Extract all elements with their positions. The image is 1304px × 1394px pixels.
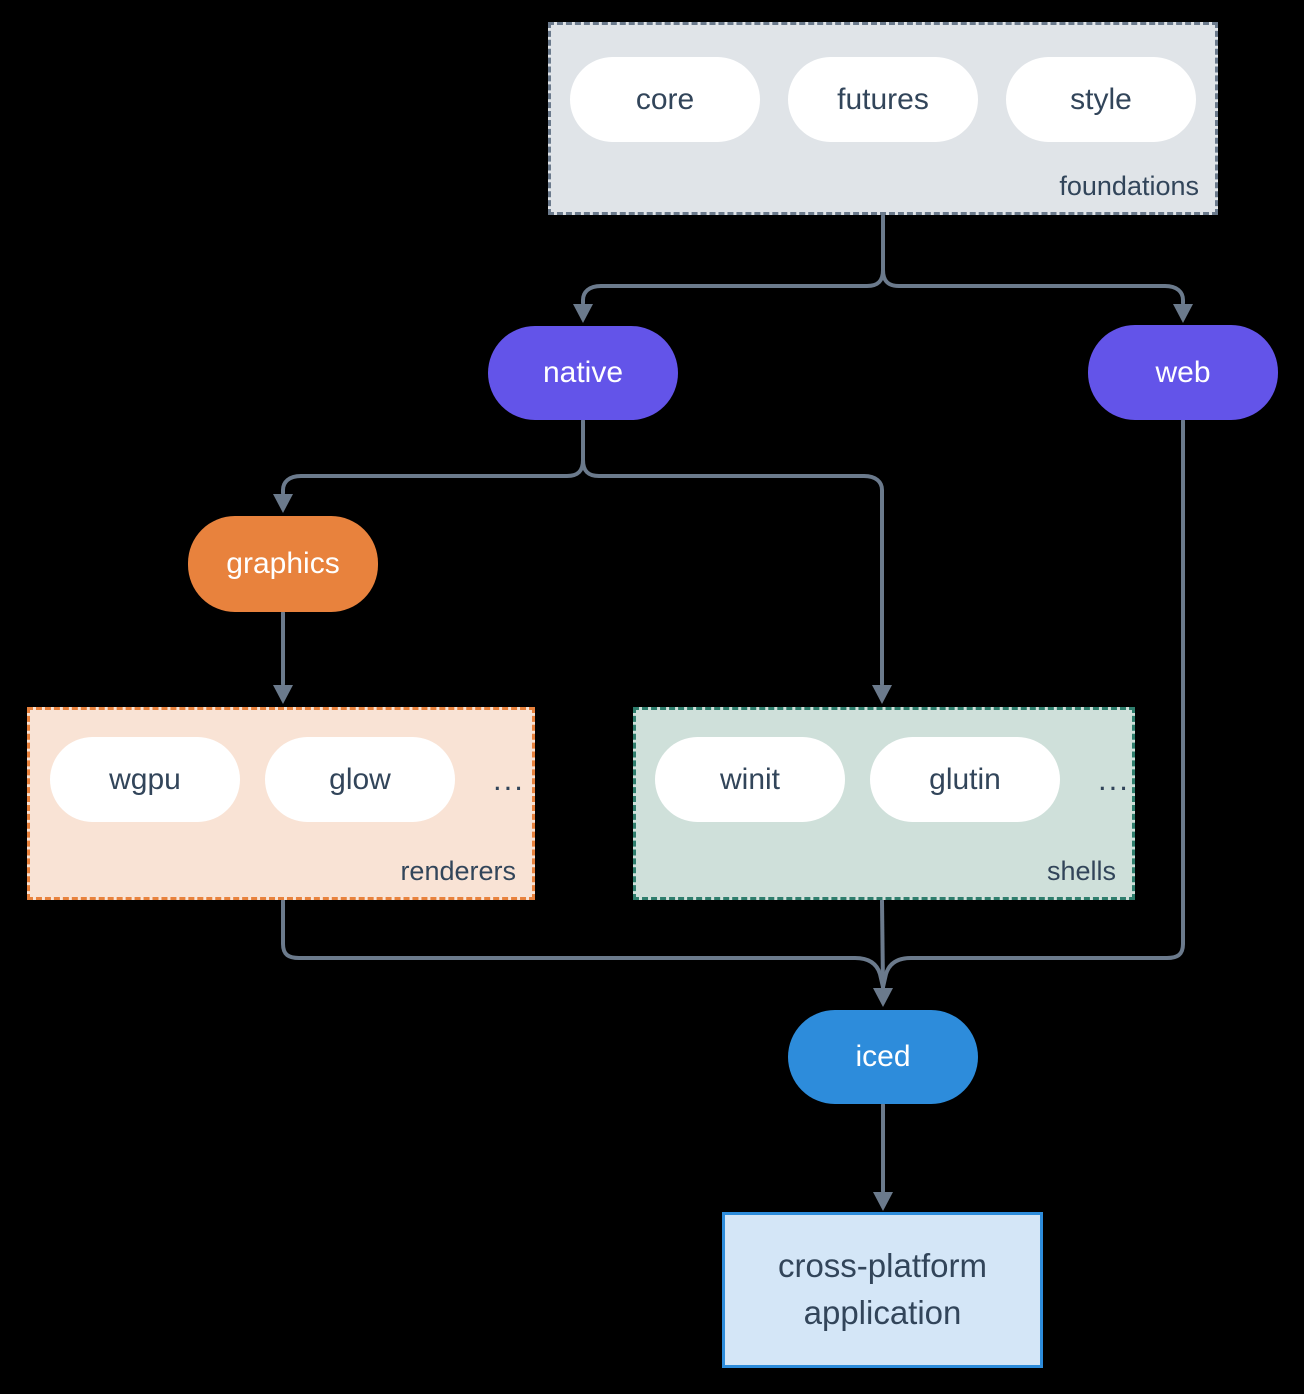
group-renderers: wgpu glow ... renderers [27,707,535,900]
foundations-pill-row: core futures style [551,25,1215,142]
pill-style: style [1006,57,1196,142]
connector-foundations-to-web [881,268,1185,305]
arrowhead-iced [873,988,893,1007]
connector-native-to-graphics [281,458,585,495]
node-iced: iced [788,1010,978,1104]
node-web: web [1088,325,1278,420]
shells-ellipsis: ... [1098,761,1130,797]
pill-winit: winit [655,737,845,822]
arrowhead-application [873,1192,893,1211]
arrowhead-native [573,304,593,323]
pill-glutin: glutin [870,737,1060,822]
connector-native-to-shells [581,458,884,686]
pill-wgpu: wgpu [50,737,240,822]
connector-foundations-to-native [581,268,885,305]
arrowhead-web [1173,304,1193,323]
arrowhead-renderers [273,685,293,704]
connector-shells-to-iced [880,899,885,989]
connector-renderers-to-iced [281,899,885,989]
node-graphics: graphics [188,516,378,612]
renderers-pill-row: wgpu glow ... [30,710,532,822]
node-native: native [488,326,678,420]
arrowhead-shells [872,685,892,704]
arrowhead-graphics [273,494,293,513]
group-foundations: core futures style foundations [548,22,1218,215]
pill-futures: futures [788,57,978,142]
pill-glow: glow [265,737,455,822]
shells-label: shells [1046,856,1116,886]
node-cross-platform-application: cross-platform application [722,1212,1043,1368]
renderers-label: renderers [400,856,516,886]
renderers-ellipsis: ... [493,761,525,797]
foundations-label: foundations [1059,171,1199,201]
group-shells: winit glutin ... shells [633,707,1135,900]
pill-core: core [570,57,760,142]
connector-web-to-iced [881,419,1185,989]
shells-pill-row: winit glutin ... [636,710,1132,822]
